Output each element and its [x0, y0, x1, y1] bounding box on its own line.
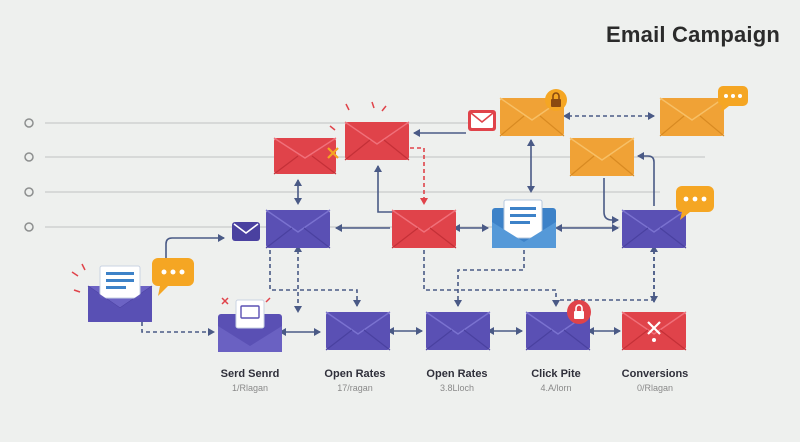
spark-icon-left — [71, 263, 86, 293]
small-envelope-icon-red — [468, 110, 496, 131]
lock-icon-orange — [545, 89, 567, 111]
lock-icon-red — [567, 300, 591, 324]
stage-label-sub: 0/Rlagan — [636, 383, 674, 393]
arrow-right-purple-up-to-orange — [637, 152, 655, 206]
stage-label-main: Open Rates — [426, 368, 488, 380]
envelope-top-orange-right[interactable] — [659, 97, 725, 137]
stage-label-sub: 1/Rlagan — [231, 383, 269, 393]
chat-bubble-icon-right — [676, 186, 714, 220]
chat-bubble-icon-top-right — [718, 86, 748, 113]
arrow-blue-down-to-open2-dashed — [454, 250, 525, 307]
envelope-top-red-left[interactable] — [273, 137, 337, 175]
stage-label-main: Serd Senrd — [220, 368, 280, 380]
stage-label-send: Serd Senrd 1/Rlagan — [200, 368, 300, 393]
envelope-mid-orange[interactable] — [569, 137, 635, 177]
stage-label-open-rates-2: Open Rates 3.8Lloch — [407, 368, 507, 393]
arrow-mid-purple-to-conv-dashed — [560, 250, 655, 301]
envelope-conversions[interactable] — [621, 311, 687, 351]
spark-icon-send — [221, 297, 271, 305]
stage-label-main: Click Pite — [531, 368, 581, 380]
stage-label-sub: 4.A/lorn — [540, 383, 572, 393]
arrow-mid-red-up-to-top-red — [374, 165, 405, 213]
arrow-top-red-down-dashed — [410, 147, 428, 205]
envelope-open-rates-1[interactable] — [325, 311, 391, 351]
stage-label-main: Open Rates — [324, 368, 386, 380]
stage-label-sub: 17/ragan — [337, 383, 373, 393]
arrow-mid-red-to-click-dashed — [423, 250, 560, 307]
small-envelope-icon-purple — [232, 222, 260, 241]
envelope-mid-red[interactable] — [391, 209, 457, 249]
arrow-orange-down-to-purple — [603, 178, 619, 224]
chat-bubble-icon-left — [152, 258, 194, 296]
envelope-mid-blue-document[interactable] — [492, 199, 556, 248]
envelope-mid-purple-right[interactable] — [621, 209, 687, 249]
stage-label-click: Click Pite 4.A/lorn — [506, 368, 606, 393]
arrow-mid-purple-to-open1-dashed — [269, 250, 361, 307]
page-title: Email Campaign — [606, 22, 780, 47]
envelope-left-purple[interactable] — [87, 265, 153, 322]
envelope-top-red-center[interactable] — [344, 121, 410, 161]
stage-label-open-rates-1: Open Rates 17/ragan — [305, 368, 405, 393]
envelope-open-rates-2[interactable] — [425, 311, 491, 351]
arrow-left-env-to-send-dashed — [141, 322, 215, 336]
envelope-mid-purple[interactable] — [265, 209, 331, 249]
stage-label-main: Conversions — [621, 368, 689, 380]
stage-label-sub: 3.8Lloch — [439, 383, 475, 393]
arrow-purple-to-small-env — [165, 234, 225, 258]
x-mark-icon — [327, 147, 339, 159]
spark-icon-top — [329, 101, 387, 131]
envelope-send[interactable] — [218, 299, 282, 352]
stage-label-conversions: Conversions 0/Rlagan — [605, 368, 705, 393]
guide-dots — [24, 118, 34, 232]
